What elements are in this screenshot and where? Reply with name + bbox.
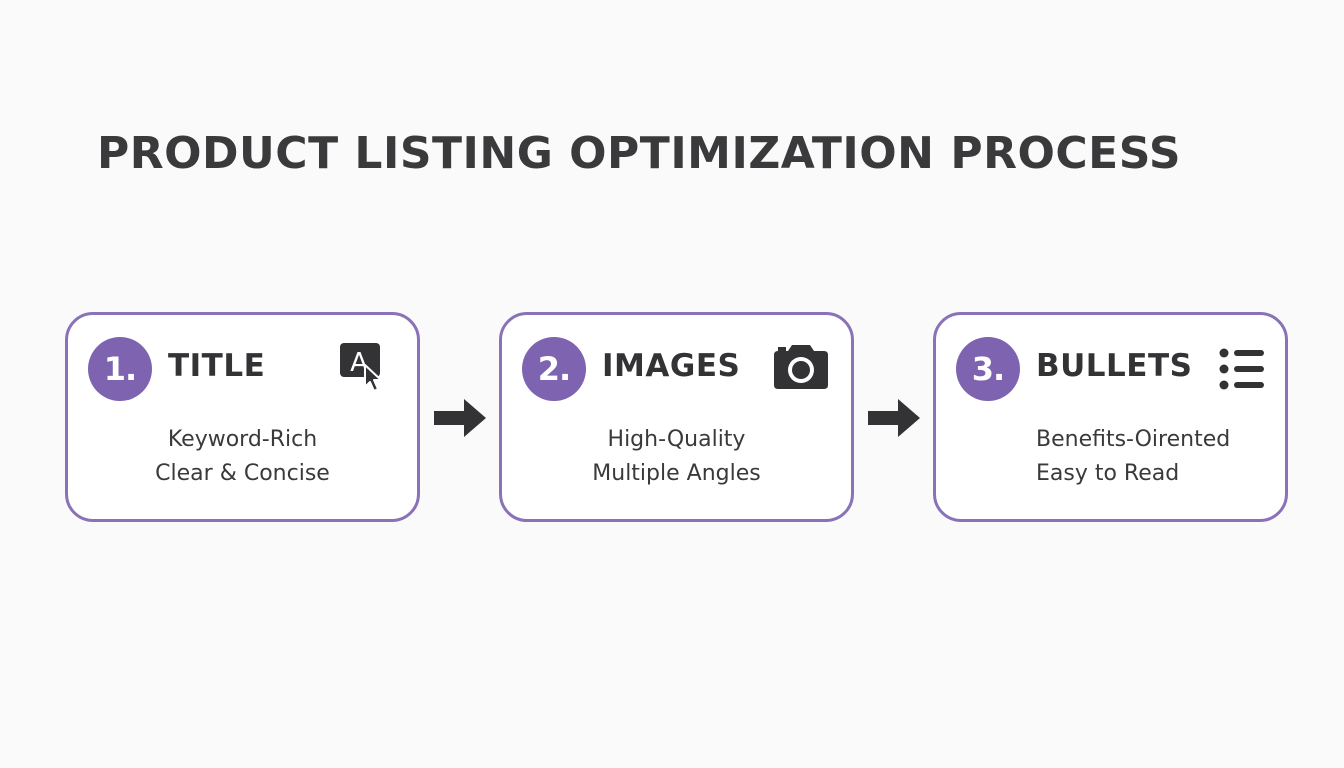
list-icon: [1218, 347, 1266, 395]
description-line: Multiple Angles: [592, 461, 761, 486]
description-line: Keyword-Rich: [167, 427, 318, 452]
step-description: High-Quality Multiple Angles: [502, 423, 851, 491]
step-number-badge: 2.: [522, 337, 586, 401]
step-card-bullets: 3. BULLETS Benefits-Oirented Easy to Rea…: [933, 312, 1288, 522]
step-number-badge: 1.: [88, 337, 152, 401]
svg-text:A: A: [350, 348, 368, 378]
step-title: TITLE: [168, 348, 266, 384]
description-line: Clear & Concise: [155, 461, 330, 486]
camera-icon: [772, 343, 830, 395]
text-cursor-icon: A: [338, 341, 386, 397]
step-description: Benefits-Oirented Easy to Read: [1036, 423, 1285, 491]
step-title: BULLETS: [1036, 348, 1193, 384]
step-card-images: 2. IMAGES High-Quality Multiple Angles: [499, 312, 854, 522]
arrow-right-icon: [432, 397, 488, 439]
description-line: Easy to Read: [1036, 461, 1180, 486]
step-description: Keyword-Rich Clear & Concise: [68, 423, 417, 491]
step-card-title: 1. TITLE A Keyword-Rich Clear & Concise: [65, 312, 420, 522]
step-number-badge: 3.: [956, 337, 1020, 401]
step-title: IMAGES: [602, 348, 741, 384]
description-line: Benefits-Oirented: [1036, 427, 1231, 452]
description-line: High-Quality: [607, 427, 746, 452]
page-title: PRODUCT LISTING OPTIMIZATION PROCESS: [97, 128, 1182, 179]
arrow-right-icon: [866, 397, 922, 439]
